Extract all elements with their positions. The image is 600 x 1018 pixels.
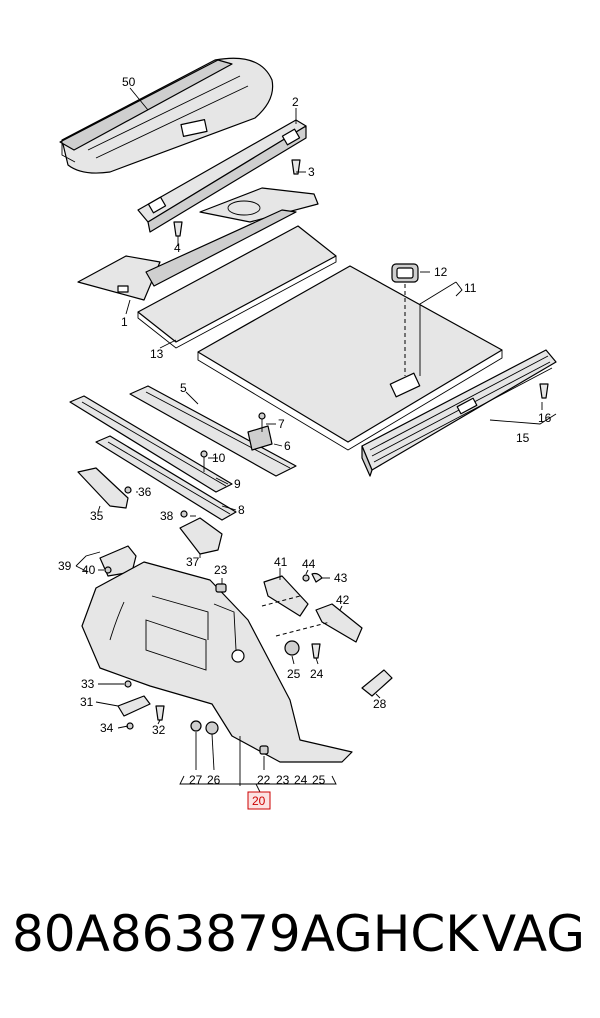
clip-43 [311,572,323,583]
clip-32 [155,705,165,721]
parts-diagram: 50 2 3 4 1 13 12 11 5 7 6 10 9 8 16 15 3… [58,57,557,810]
callout-13: 13 [150,347,164,361]
screw-10 [200,450,208,472]
callout-6: 6 [284,439,291,453]
callout-11: 11 [464,281,477,295]
callout-50: 50 [122,75,136,89]
brand: VAG [481,905,585,963]
callout-16: 16 [538,411,552,425]
rail-2 [137,119,307,233]
luggage-cover-50 [59,57,274,174]
clip-44 [302,574,310,582]
handle-12 [391,263,419,283]
callout-5: 5 [180,381,187,395]
callout-43: 43 [334,571,348,585]
callout-7: 7 [278,417,285,431]
callout-3: 3 [308,165,315,179]
callout-27: 27 [189,773,203,787]
clip-4 [173,221,183,237]
callout-4: 4 [174,241,181,255]
bracket-35 [77,467,129,509]
screw-36 [124,486,132,494]
callout-1: 1 [121,315,128,329]
clip-23 [215,583,227,593]
lamp-41 [263,575,309,617]
callout-39: 39 [58,559,72,573]
callout-2: 2 [292,95,299,109]
callout-31: 31 [80,695,94,709]
callout-23-b: 23 [276,773,290,787]
rail-5 [129,385,297,477]
bracket-6 [247,425,273,451]
grommet-26 [205,721,219,735]
panel-1 [77,209,297,301]
callout-28: 28 [373,697,387,711]
callout-42: 42 [336,593,350,607]
callout-22: 22 [257,773,271,787]
callout-labels: 50 2 3 4 1 13 12 11 5 7 6 10 9 8 16 15 3… [58,75,552,787]
callout-20: 20 [252,794,266,808]
panel-right [199,187,319,223]
callout-20-highlight: 20 [247,791,271,810]
cover-39 [99,545,137,577]
floor-cover-13 [137,225,337,349]
callout-34: 34 [100,721,114,735]
callout-9: 9 [234,477,241,491]
clip-22 [259,745,269,755]
bracket-37 [179,517,223,555]
callout-37: 37 [186,555,200,569]
callout-35: 35 [90,509,104,523]
bracket-31 [117,695,151,717]
callout-24-b: 24 [294,773,308,787]
grommet-25 [284,640,300,656]
screw-7 [258,412,266,432]
callout-8: 8 [238,503,245,517]
callout-44: 44 [302,557,316,571]
footer: 80A863879AGHCK VAG [0,905,600,985]
screw-38 [180,510,188,518]
clip-33 [124,680,132,688]
clip-3 [291,159,301,175]
callout-36: 36 [138,485,152,499]
callout-33: 33 [81,677,95,691]
side-trim-20 [81,561,353,763]
callout-38: 38 [160,509,174,523]
callout-25: 25 [287,667,301,681]
callout-40: 40 [82,563,96,577]
leader-lines [75,87,557,793]
callout-24: 24 [310,667,324,681]
part-number: 80A863879AGHCK [12,905,479,963]
callout-10: 10 [212,451,226,465]
callout-25-b: 25 [312,773,326,787]
callout-26: 26 [207,773,221,787]
callout-12: 12 [434,265,448,279]
grommet-27 [190,720,202,732]
clip-24 [311,643,321,659]
loading-floor-11 [197,265,503,451]
callout-15: 15 [516,431,530,445]
clip-16 [539,383,549,399]
callout-41: 41 [274,555,288,569]
callout-32: 32 [152,723,166,737]
callout-23: 23 [214,563,228,577]
rail-8 [95,435,237,521]
rail-9 [69,395,233,493]
plug-28 [361,669,393,697]
lamp-42 [315,603,363,643]
sill-panel-15 [361,349,557,477]
